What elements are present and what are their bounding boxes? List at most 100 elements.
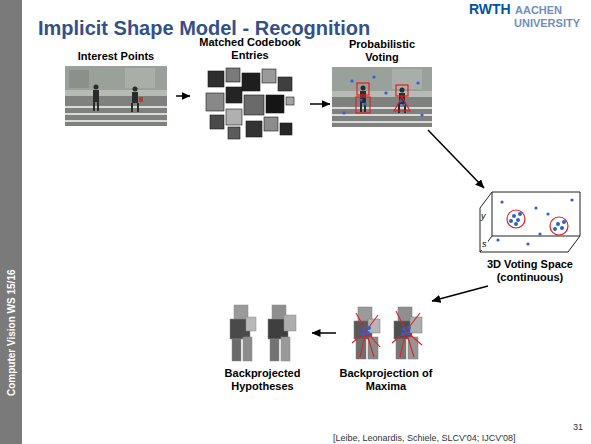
illustration-part [394,321,412,339]
illustration-part [226,87,242,103]
illustration-part [280,123,292,135]
illustration-part [340,303,432,363]
illustration-part [281,337,290,361]
side-bar-text: Computer Vision WS 15/16 [5,269,18,396]
illustration-part [362,327,366,331]
illustration-part [496,198,573,245]
step-label: Matched Codebook Entries [192,36,308,62]
image-step: Backprojected Hypotheses [215,303,310,393]
illustration-part [133,87,138,92]
illustration-part [518,212,522,216]
illustration-part [93,102,95,111]
illustration-part [398,104,400,113]
backprojection-figure [340,303,432,363]
hypotheses-figure [220,303,306,363]
axis-label: s [481,238,488,250]
illustration-part [546,212,549,215]
illustration-part [361,86,366,91]
illustration-part [357,83,369,95]
illustration-part [352,313,380,357]
illustration-part [131,103,133,112]
illustration-part [228,127,240,139]
illustration-part [400,88,405,93]
illustration-part [526,242,529,245]
illustration-part [246,317,256,331]
illustration-part [480,192,580,252]
illustration-part [65,106,167,122]
voting-photo [332,67,432,127]
illustration-part [366,331,370,335]
illustration-part [410,317,422,333]
illustration-part [65,66,167,90]
illustration-part [396,339,406,359]
illustration-part [204,65,296,143]
illustration-part [402,327,406,331]
illustration-part [332,67,432,127]
illustration-part [332,121,432,123]
image-step: Matched Codebook Entries [192,36,308,143]
illustration-part [350,79,353,82]
illustration-part [139,97,143,102]
voting-space-box [478,190,582,254]
illustration-part [538,232,541,235]
illustration-part [361,326,411,336]
illustration-part [368,337,378,359]
illustration-part [243,337,252,361]
page-number: 31 [573,421,583,433]
flow-arrow [312,332,336,334]
flow-arrow [432,286,488,301]
illustration-part [496,238,499,241]
illustration-part [210,115,224,129]
illustration-part [332,107,432,109]
illustration-part [97,102,99,111]
illustration-part [93,90,99,102]
illustration-part [507,210,525,228]
step-label: Probabilistic Voting [332,38,432,64]
logo-text: AACHEN [515,3,562,17]
illustration-part [206,68,294,139]
illustration-part [286,97,294,105]
illustration-part [372,75,375,78]
illustration-part [65,113,167,115]
illustration-part [246,121,262,137]
illustration-part [364,103,366,112]
axis-label: y [481,210,486,222]
illustration-part [137,103,139,112]
illustration-part [132,92,138,103]
flow-arrow [176,95,190,97]
logo-text: UNIVERSITY [514,16,580,30]
illustration-part [65,106,167,108]
illustration-part [278,77,292,91]
illustration-part [570,198,573,201]
illustration-part [352,311,422,357]
logo-text: RWTH [469,1,511,18]
illustration-part [264,117,278,131]
illustration-part [509,219,513,223]
illustration-part [384,91,387,94]
illustration-part [399,99,402,102]
step-label: Backprojection of Maxima [338,367,434,393]
image-step: Interest Points [58,50,174,126]
illustration-part [69,70,89,88]
step-label: Interest Points [58,50,174,63]
illustration-part [550,217,568,235]
illustration-part [361,332,365,336]
illustration-part [270,339,279,361]
codebook-patches [204,65,296,143]
illustration-part [342,111,345,114]
illustration-part [402,103,405,106]
illustration-part [332,67,432,91]
image-step: Probabilistic Voting [332,38,432,127]
illustration-part [401,332,405,336]
illustration-part [65,120,167,122]
illustration-part [480,192,580,252]
illustration-part [560,226,564,230]
illustration-part [406,331,410,335]
illustration-part [356,339,366,359]
illustration-part [356,83,410,113]
illustration-part [507,210,568,235]
illustration-part [230,305,296,361]
citation: [Leibe, Leonardis, Schiele, SLCV'04; IJC… [333,432,516,444]
voting-space-step: 3D Voting Space (continuous)ys [474,190,586,284]
illustration-part [242,73,260,91]
